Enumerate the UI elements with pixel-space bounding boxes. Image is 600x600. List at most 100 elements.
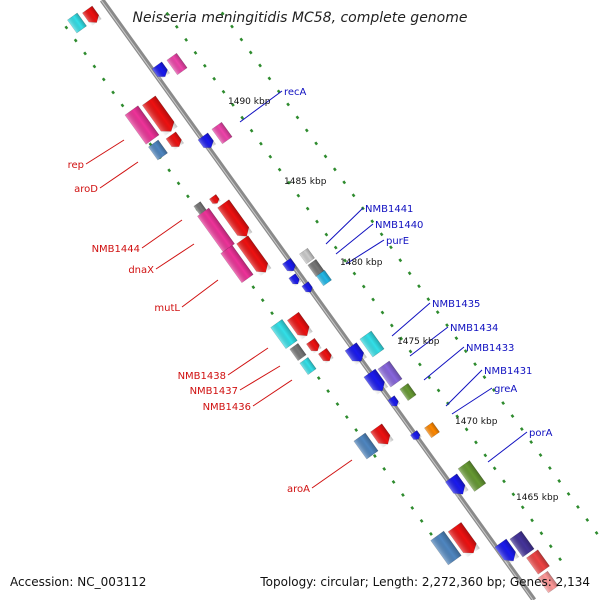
gene-block[interactable] (318, 347, 334, 364)
tick-mark (332, 167, 337, 172)
gene-block[interactable] (211, 121, 233, 145)
gene-shading (209, 194, 221, 206)
callout-line (335, 223, 374, 255)
tick-mark (389, 323, 394, 328)
gene-block[interactable] (289, 343, 307, 361)
tick-mark (239, 37, 244, 42)
tick-mark (120, 103, 125, 108)
gene-label-porA[interactable]: porA (529, 428, 553, 439)
tick-mark (354, 428, 359, 432)
gene-label-nmb1440[interactable]: NMB1440 (375, 220, 423, 231)
gene-label-rep[interactable]: rep (68, 160, 84, 171)
gene-block[interactable] (82, 5, 102, 26)
gene-block[interactable] (220, 244, 254, 284)
gene-block[interactable] (306, 337, 322, 354)
gene-block[interactable] (399, 383, 417, 401)
gene-block[interactable] (316, 269, 332, 287)
gene-label-nmb1435[interactable]: NMB1435 (432, 299, 480, 310)
tick-mark (445, 323, 449, 328)
gene-block[interactable] (165, 131, 184, 151)
gene-block[interactable] (270, 319, 298, 349)
gene-block[interactable] (282, 257, 298, 274)
gene-block[interactable] (142, 95, 178, 137)
gene-block[interactable] (148, 139, 168, 161)
gene-shading (148, 140, 168, 160)
gene-shading (424, 422, 440, 438)
gene-shading (287, 312, 313, 340)
gene-label-nmb1438[interactable]: NMB1438 (178, 371, 226, 382)
gene-block[interactable] (299, 357, 317, 375)
gene-block[interactable] (363, 368, 389, 396)
tick-mark (326, 389, 331, 394)
gene-block[interactable] (359, 330, 385, 358)
tick-mark (296, 193, 301, 198)
tick-mark (352, 271, 357, 276)
gene-block[interactable] (67, 12, 87, 34)
tick-mark (585, 518, 590, 522)
gene-label-nmb1434[interactable]: NMB1434 (450, 323, 498, 334)
gene-block[interactable] (509, 530, 535, 558)
gene-block[interactable] (410, 430, 422, 442)
gene-block[interactable] (445, 473, 469, 499)
gene-block[interactable] (344, 342, 367, 366)
gene-shading (445, 473, 469, 499)
gene-block[interactable] (447, 521, 480, 558)
gene-label-nmb1437[interactable]: NMB1437 (190, 386, 238, 397)
gene-block[interactable] (124, 105, 160, 145)
tick-mark (174, 24, 179, 29)
gene-block[interactable] (370, 423, 394, 449)
gene-label-nmb1436[interactable]: NMB1436 (203, 402, 251, 413)
tick-mark (455, 414, 460, 419)
gene-block[interactable] (353, 432, 379, 460)
tick-mark (539, 531, 544, 536)
tick-mark (287, 180, 291, 185)
gene-label-mutL[interactable]: mutL (154, 303, 180, 314)
gene-shading (448, 522, 480, 558)
gene-block[interactable] (301, 281, 315, 295)
gene-block[interactable] (209, 194, 221, 206)
gene-shading (410, 430, 422, 442)
gene-block[interactable] (193, 201, 207, 215)
tick-mark (547, 466, 552, 470)
tick-mark (251, 285, 256, 290)
gene-label-nmb1431[interactable]: NMB1431 (484, 366, 532, 377)
genome-summary: Topology: circular; Length: 2,272,360 bp… (259, 575, 590, 589)
tick-mark (372, 454, 377, 458)
gene-label-dnaX[interactable]: dnaX (128, 265, 154, 276)
gene-block[interactable] (430, 530, 462, 566)
tick-mark (323, 154, 328, 159)
gene-shading (458, 460, 486, 492)
gene-block[interactable] (197, 132, 216, 152)
tick-mark (83, 51, 87, 56)
tick-mark (408, 349, 413, 354)
gene-block[interactable] (526, 549, 550, 575)
gene-block[interactable] (494, 538, 520, 566)
tick-mark (333, 245, 338, 250)
gene-label-recA[interactable]: recA (284, 87, 307, 98)
gene-label-aroD[interactable]: aroD (74, 184, 98, 195)
tick-mark (276, 89, 281, 94)
gene-label-nmb1441[interactable]: NMB1441 (365, 204, 413, 215)
gene-block[interactable] (286, 311, 313, 340)
tick-mark (436, 388, 441, 393)
tick-mark (519, 427, 524, 432)
gene-block[interactable] (299, 247, 315, 265)
gene-block[interactable] (217, 199, 253, 241)
gene-label-greA[interactable]: greA (494, 384, 517, 395)
gene-block[interactable] (151, 61, 170, 81)
gene-shading (307, 259, 325, 277)
gene-block[interactable] (288, 273, 302, 287)
scale-label-1475: 1475 kbp (397, 337, 440, 347)
gene-label-nmb1433[interactable]: NMB1433 (466, 343, 514, 354)
gene-block[interactable] (387, 395, 401, 409)
gene-block[interactable] (457, 460, 487, 492)
gene-label-nmb1444[interactable]: NMB1444 (92, 244, 140, 255)
gene-block[interactable] (424, 421, 440, 439)
gene-block[interactable] (166, 52, 188, 76)
gene-label-aroA[interactable]: aroA (287, 484, 310, 495)
gene-block[interactable] (537, 570, 559, 594)
gene-label-purE[interactable]: purE (386, 236, 409, 247)
gene-block[interactable] (377, 360, 403, 388)
gene-block[interactable] (307, 259, 325, 277)
gene-block[interactable] (236, 235, 272, 277)
